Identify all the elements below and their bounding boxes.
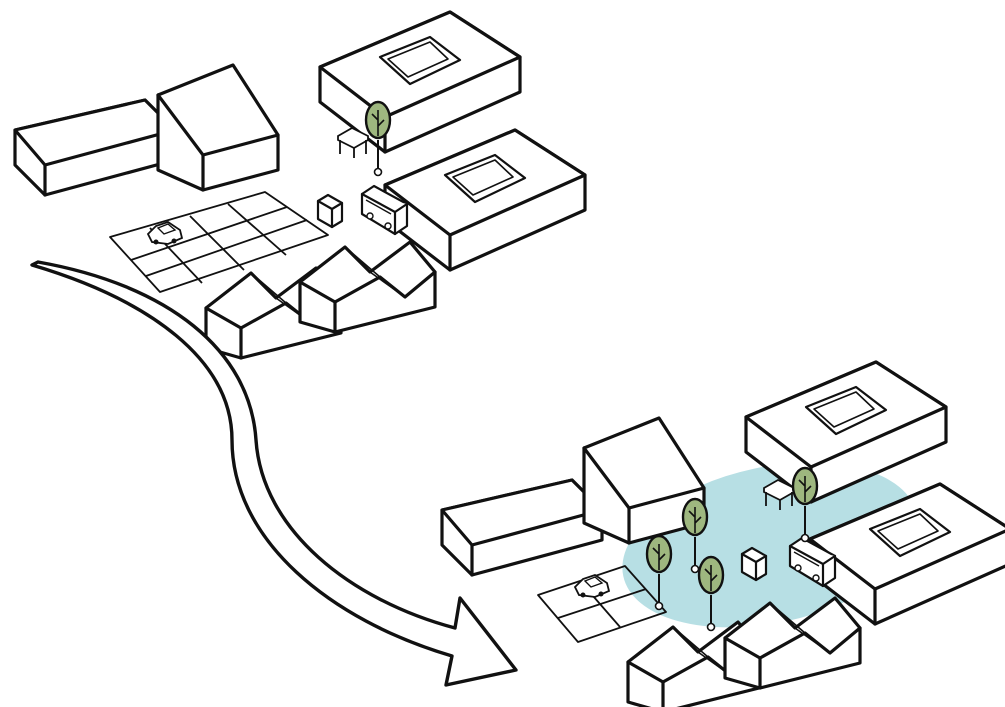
kiosk-icon: [740, 546, 768, 582]
house-row: [298, 240, 437, 334]
parking-lot: [109, 191, 329, 293]
kiosk-icon: [316, 193, 344, 229]
scene-after: [440, 360, 1005, 707]
car-icon: [574, 574, 610, 599]
arrow-icon: [30, 260, 518, 687]
building-block: [440, 478, 604, 577]
building-block: [13, 98, 177, 197]
scene-before: [13, 10, 587, 360]
building-shed-roof: [156, 63, 280, 192]
